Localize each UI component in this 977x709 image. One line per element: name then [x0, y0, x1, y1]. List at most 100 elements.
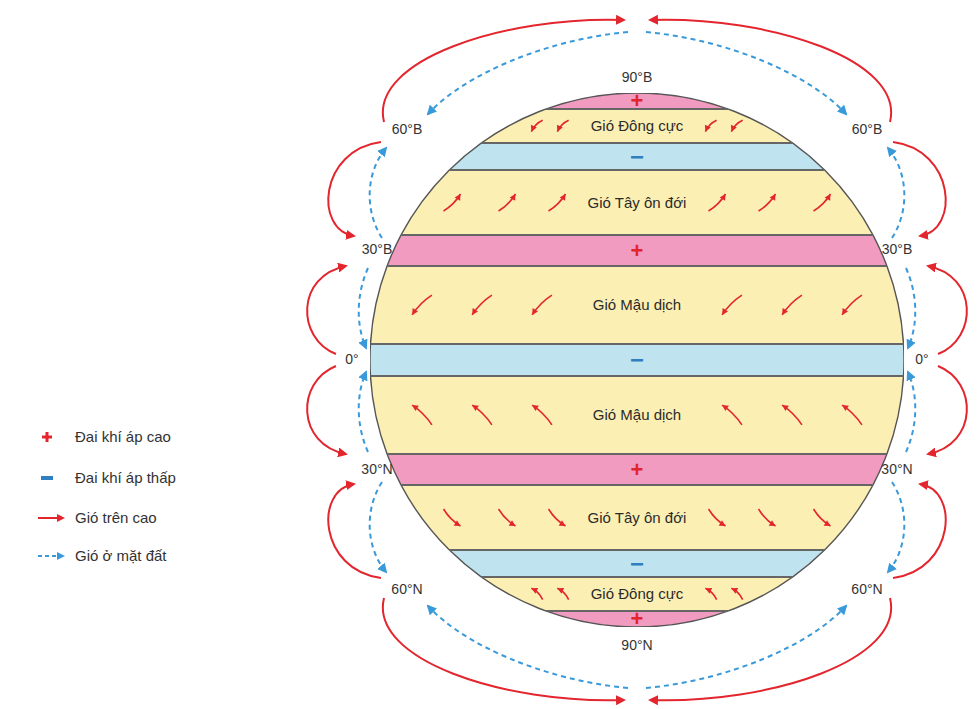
wind-arrow [705, 120, 716, 131]
legend-text: Đai khí áp thấp [75, 469, 176, 487]
wind-name: Gió Đông cực [591, 585, 684, 602]
wind-arrow [782, 405, 802, 425]
wind-arrow-head [731, 125, 737, 132]
low-pressure-band: − [370, 344, 904, 376]
wind-arrow [759, 194, 776, 211]
high-pressure-band: + [370, 235, 904, 266]
low-pressure-band: − [370, 143, 904, 170]
band-edge [370, 376, 903, 377]
wind-arrow-head [782, 308, 788, 315]
high-pressure-band: + [370, 611, 904, 627]
wind-arrow [842, 405, 862, 425]
upper-wind-arrow [893, 142, 946, 236]
upper-wind-sample [38, 517, 58, 519]
wind-arrow-head [472, 308, 478, 315]
wind-arrow-head [825, 194, 831, 201]
wind-arrow [782, 295, 802, 315]
band-fill [370, 170, 904, 235]
wind-arrow-head [842, 308, 848, 315]
wind-arrow-head [769, 520, 776, 526]
band-edge [401, 235, 873, 236]
wind-name: Gió Tây ôn đới [588, 194, 687, 211]
pressure-sign: − [630, 552, 644, 576]
legend-text: Gió ở mặt đất [75, 547, 167, 565]
latitude-label: 60°B [392, 122, 423, 137]
wind-arrow-head [719, 520, 726, 526]
wind-arrow [709, 194, 726, 211]
wind-arrow [472, 295, 492, 315]
pressure-sign: + [631, 240, 644, 262]
wind-arrow [472, 405, 492, 425]
band-fill [370, 235, 904, 266]
wind-arrow [705, 588, 716, 599]
latitude-label: 0° [345, 352, 358, 367]
wind-arrow-head [720, 194, 726, 201]
wind-arrow-head [532, 405, 539, 411]
pressure-sign: + [631, 459, 644, 481]
wind-arrow [557, 120, 568, 131]
wind-arrow-head [842, 405, 849, 411]
latitude-label: 30°N [361, 462, 392, 477]
wind-arrow-head [412, 405, 419, 411]
wind-arrow-head [705, 125, 711, 132]
wind-arrow-head [782, 405, 789, 411]
low-pressure-symbol [41, 476, 53, 480]
surface-wind-arrow [888, 148, 904, 238]
band-edge [401, 485, 873, 486]
wind-arrow [842, 295, 862, 315]
band-fill [370, 454, 904, 485]
wind-arrow-head [824, 520, 831, 526]
legend-row: Gió trên cao [34, 507, 254, 529]
wind-arrow-head [531, 588, 538, 594]
band-fill [370, 485, 904, 550]
wind-arrow-head [722, 308, 728, 315]
wind-arrow-head [532, 308, 538, 315]
band-edge [387, 454, 887, 455]
wind-arrow [532, 405, 552, 425]
wind-arrow-head [412, 308, 418, 315]
surface-wind-sample [38, 555, 58, 557]
wind-zone-band: Gió Tây ôn đới [370, 170, 904, 235]
wind-zone-band: Gió Mậu dịch [370, 266, 904, 344]
arrow-head [57, 514, 65, 522]
pressure-sign: + [631, 608, 644, 630]
wind-arrow [814, 194, 831, 211]
legend-sample [34, 426, 68, 448]
high-pressure-band: + [370, 93, 904, 109]
legend-sample [34, 507, 68, 529]
upper-wind-arrow [928, 266, 967, 354]
arrow-head [57, 552, 65, 560]
high-pressure-band: + [370, 454, 904, 485]
surface-wind-arrow [906, 268, 915, 348]
wind-name: Gió Mậu dịch [593, 296, 681, 313]
wind-arrow [499, 509, 516, 526]
wind-arrow [759, 509, 776, 526]
wind-arrow [531, 588, 542, 599]
wind-arrow [444, 509, 461, 526]
wind-name: Gió Mậu dịch [593, 406, 681, 423]
wind-zone-band: Gió Đông cực [370, 109, 904, 143]
wind-arrow [722, 405, 742, 425]
wind-arrow-head [557, 588, 564, 594]
band-edge [370, 344, 903, 345]
band-fill [370, 376, 904, 454]
latitude-label: 0° [915, 352, 928, 367]
wind-arrow [549, 509, 566, 526]
wind-arrow [532, 295, 552, 315]
wind-arrow-head [454, 520, 461, 526]
wind-arrow-head [455, 194, 461, 201]
high-pressure-symbol [42, 432, 52, 442]
wind-arrow-head [560, 194, 566, 201]
wind-arrow-head [559, 520, 566, 526]
band-fill [370, 344, 904, 376]
wind-arrow-head [731, 588, 738, 594]
legend-row: Gió ở mặt đất [34, 545, 254, 567]
wind-arrow-head [770, 194, 776, 201]
wind-arrow-head [472, 405, 479, 411]
latitude-label: 30°N [881, 462, 912, 477]
band-fill [370, 266, 904, 344]
wind-arrow [731, 120, 742, 131]
wind-arrow-head [531, 125, 537, 132]
latitude-label: 90°N [621, 638, 652, 653]
legend-sample [34, 545, 68, 567]
